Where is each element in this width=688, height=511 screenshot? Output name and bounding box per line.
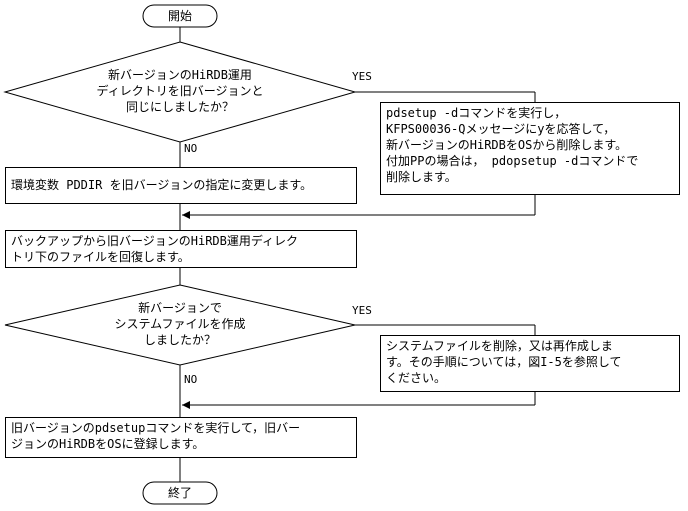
process-remove-new-version: pdsetup -dコマンドを実行し， KFPS00036-Qメッセージにyを応…	[380, 102, 680, 195]
decision-2-text: 新バージョンで システムファイルを作成 しましたか？	[114, 301, 246, 347]
yes-label-1: YES	[352, 70, 372, 83]
end-terminal	[142, 481, 218, 505]
start-label: 開始	[167, 9, 192, 23]
no-label-1: NO	[184, 142, 198, 155]
process-change-pddir: 環境変数 PDDIR を旧バージョンの指定に変更します。	[5, 167, 357, 204]
yes-label-2: YES	[352, 304, 372, 317]
decision-1-text: 新バージョンのHiRDB運用 ディレクトリを旧バージョンと 同じにしましたか？	[96, 68, 264, 114]
end-label: 終了	[167, 486, 192, 500]
process-setup-old-version: 旧バージョンのpdsetupコマンドを実行して，旧バー ジョンのHiRDBをOS…	[5, 417, 357, 458]
process-restore-files: バックアップから旧バージョンのHiRDB運用ディレク トリ下のファイルを回復しま…	[5, 230, 357, 268]
no-label-2: NO	[184, 373, 198, 386]
process-system-files: システムファイルを削除，又は再作成しま す。その手順については，図I-5を参照し…	[380, 335, 680, 392]
